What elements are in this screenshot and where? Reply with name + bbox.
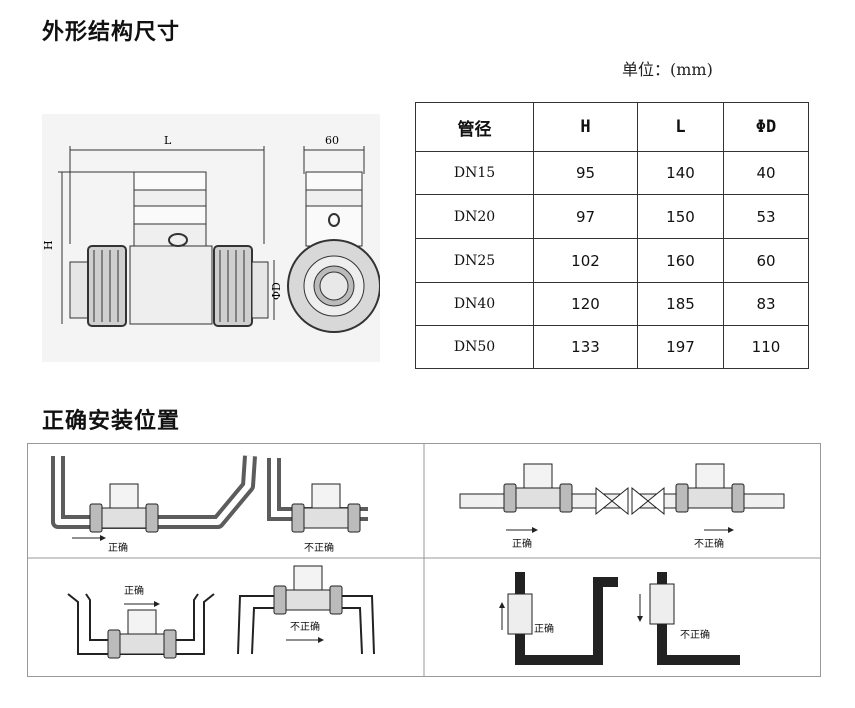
cell-d: 83 — [723, 282, 809, 326]
table-row: DN15 95 140 40 — [415, 151, 809, 195]
cell-l: 160 — [637, 238, 724, 283]
drawing-label-l: L — [164, 134, 172, 147]
installation-diagram-panel: 正确 不正确 正确 不正确 — [27, 443, 821, 677]
drawing-label-60: 60 — [325, 134, 339, 147]
diagram-incorrect-high-point: 不正确 — [267, 458, 368, 554]
drawing-label-d: ΦD — [270, 282, 283, 300]
table-row: DN50 133 197 110 — [415, 325, 809, 369]
label-incorrect: 不正确 — [304, 541, 334, 554]
diagram-correct-low-point: 正确 — [51, 455, 257, 554]
table-row: DN40 120 185 83 — [415, 282, 809, 326]
diagram-incorrect-vertical-downflow: 不正确 — [637, 572, 740, 665]
label-incorrect: 不正确 — [680, 628, 710, 641]
header-h: H — [533, 102, 638, 152]
table-header-row: 管径 H L ΦD — [415, 102, 809, 152]
label-correct: 正确 — [512, 537, 532, 550]
dimension-table: 管径 H L ΦD DN15 95 140 40 DN20 97 150 53 … — [415, 102, 809, 369]
cell-size: DN15 — [415, 151, 534, 195]
section-title-dimensions: 外形结构尺寸 — [42, 20, 181, 45]
cell-l: 150 — [637, 194, 724, 239]
header-pipe-size: 管径 — [415, 102, 534, 152]
unit-label: 单位：(mm) — [622, 60, 713, 79]
table-row: DN20 97 150 53 — [415, 194, 809, 239]
cell-d: 40 — [723, 151, 809, 195]
label-incorrect: 不正确 — [694, 537, 724, 550]
header-l: L — [637, 102, 724, 152]
table-row: DN25 102 160 60 — [415, 238, 809, 283]
label-correct: 正确 — [124, 584, 144, 597]
cell-h: 95 — [533, 151, 638, 195]
dimension-drawing: L 60 H ΦD — [42, 114, 381, 362]
cell-h: 97 — [533, 194, 638, 239]
header-d: ΦD — [723, 102, 809, 152]
label-correct: 正确 — [534, 622, 554, 635]
diagram-correct-u-bottom: 正确 — [67, 584, 215, 659]
diagram-correct-valve-downstream: 正确 — [459, 463, 629, 550]
diagram-correct-vertical-upflow: 正确 — [499, 572, 618, 665]
cell-h: 120 — [533, 282, 638, 326]
cell-d: 60 — [723, 238, 809, 283]
diagram-incorrect-valve-upstream: 不正确 — [631, 463, 785, 550]
cell-l: 197 — [637, 325, 724, 369]
cell-h: 102 — [533, 238, 638, 283]
label-correct: 正确 — [108, 541, 128, 554]
cell-size: DN40 — [415, 282, 534, 326]
cell-size: DN20 — [415, 194, 534, 239]
diagram-incorrect-u-top: 不正确 — [237, 565, 375, 655]
cell-d: 110 — [723, 325, 809, 369]
label-incorrect: 不正确 — [290, 620, 320, 633]
cell-size: DN50 — [415, 325, 534, 369]
section-title-installation: 正确安装位置 — [42, 409, 181, 434]
cell-l: 140 — [637, 151, 724, 195]
cell-h: 133 — [533, 325, 638, 369]
cell-l: 185 — [637, 282, 724, 326]
drawing-label-h: H — [42, 240, 55, 250]
cell-size: DN25 — [415, 238, 534, 283]
cell-d: 53 — [723, 194, 809, 239]
